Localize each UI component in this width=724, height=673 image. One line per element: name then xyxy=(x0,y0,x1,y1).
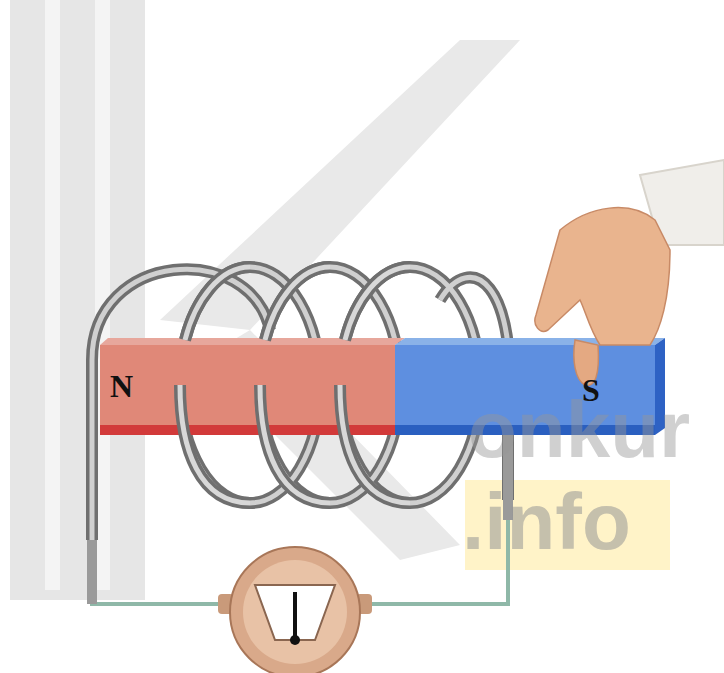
galvanometer xyxy=(218,547,372,673)
watermark-logo xyxy=(10,0,670,600)
watermark-text: onkur xyxy=(468,390,690,470)
hand xyxy=(535,160,724,385)
coil-front xyxy=(180,267,410,503)
pole-label: N xyxy=(110,370,133,402)
watermark-text: .info xyxy=(462,482,631,562)
